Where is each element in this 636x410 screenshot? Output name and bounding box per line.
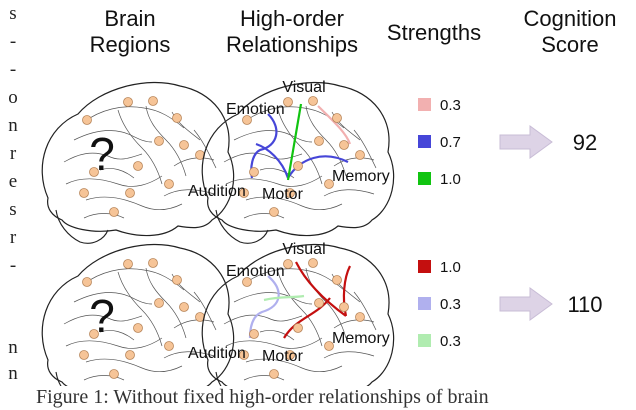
unknown-marker: ? — [89, 290, 115, 342]
node-label-emotion: Emotion — [226, 101, 285, 118]
header-brain-regions: Brain Regions — [70, 6, 190, 58]
side-text-char: o — [8, 87, 18, 108]
strength-value: 0.3 — [440, 97, 461, 114]
brain-regions-brain: ? — [41, 81, 235, 244]
node-label-motor: Motor — [262, 186, 304, 203]
side-text-char: n — [8, 363, 18, 384]
relationship-edge — [283, 297, 331, 339]
side-text-char: r — [9, 143, 17, 164]
side-text-char: s — [9, 3, 17, 24]
strength-swatch — [418, 260, 431, 273]
side-text-char: e — [8, 171, 18, 192]
node-label-memory: Memory — [332, 330, 390, 347]
relationship-edge — [248, 275, 280, 339]
strength-value: 0.7 — [440, 134, 461, 151]
figure-caption: Figure 1: Without fixed high-order relat… — [36, 386, 489, 408]
unknown-marker: ? — [89, 128, 115, 180]
relationship-edge — [317, 105, 352, 145]
cognition-score-value: 92 — [573, 130, 597, 155]
header-relationships-line1: High-order — [240, 6, 344, 31]
side-text-char: n — [8, 115, 18, 136]
strength-value: 1.0 — [440, 259, 461, 276]
strength-value: 1.0 — [440, 171, 461, 188]
node-label-emotion: Emotion — [226, 263, 285, 280]
header-cognition-score-line1: Cognition — [523, 6, 617, 31]
strength-swatch — [418, 297, 431, 310]
side-text-char: - — [9, 31, 17, 52]
header-strengths: Strengths — [386, 20, 482, 45]
node-label-audition: Audition — [188, 183, 246, 200]
strength-swatch — [418, 135, 431, 148]
header-cognition-score: Cognition Score — [508, 6, 632, 58]
side-text-char: - — [9, 255, 17, 276]
node-label-memory: Memory — [332, 168, 390, 185]
side-text-char: r — [9, 227, 17, 248]
prediction-arrow-icon — [499, 125, 553, 159]
relationship-edge — [255, 142, 349, 179]
relationship-edge — [286, 103, 303, 181]
header-relationships-line2: Relationships — [225, 32, 359, 57]
cognition-score-value: 110 — [567, 292, 602, 317]
strength-swatch — [418, 98, 431, 111]
node-label-visual: Visual — [282, 241, 325, 258]
node-label-motor: Motor — [262, 348, 304, 365]
side-text-char: s — [9, 199, 17, 220]
header-brain-regions-line1: Brain — [104, 6, 156, 31]
node-label-audition: Audition — [188, 345, 246, 362]
strength-swatch — [418, 172, 431, 185]
node-label-visual: Visual — [282, 79, 325, 96]
side-text-char: n — [8, 337, 18, 358]
relationship-edge — [263, 294, 305, 302]
header-brain-regions-line2: Regions — [89, 32, 171, 57]
header-relationships: High-order Relationships — [212, 6, 372, 58]
header-cognition-score-line2: Score — [541, 32, 599, 57]
strength-value: 0.3 — [440, 333, 461, 350]
strength-value: 0.3 — [440, 296, 461, 313]
prediction-arrow-icon — [499, 287, 553, 321]
side-text-char: - — [9, 59, 17, 80]
strength-swatch — [418, 334, 431, 347]
brain-regions-brain: ? — [41, 243, 235, 386]
